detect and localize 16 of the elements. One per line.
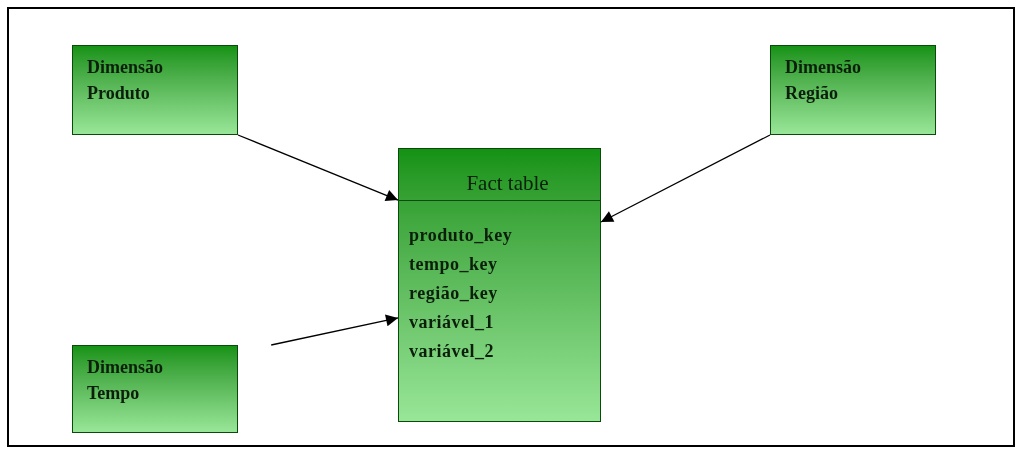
table-field: variável_1 (409, 308, 600, 337)
arrow (237, 134, 399, 202)
table-field: produto_key (409, 221, 600, 250)
table-field: variável_2 (409, 337, 600, 366)
table-field: região_key (409, 279, 600, 308)
arrow (270, 314, 399, 346)
dimension-box (72, 345, 238, 433)
fact-table-box (398, 148, 601, 422)
box-label: Dimensão Região (784, 56, 862, 105)
box-label: Dimensão Tempo (86, 356, 164, 405)
dimension-box (770, 45, 936, 135)
arrow (600, 134, 771, 223)
dimension-box (72, 45, 238, 135)
box-label: Dimensão Produto (86, 56, 164, 105)
table-field: tempo_key (409, 250, 600, 279)
table-title: Fact table (399, 149, 600, 201)
